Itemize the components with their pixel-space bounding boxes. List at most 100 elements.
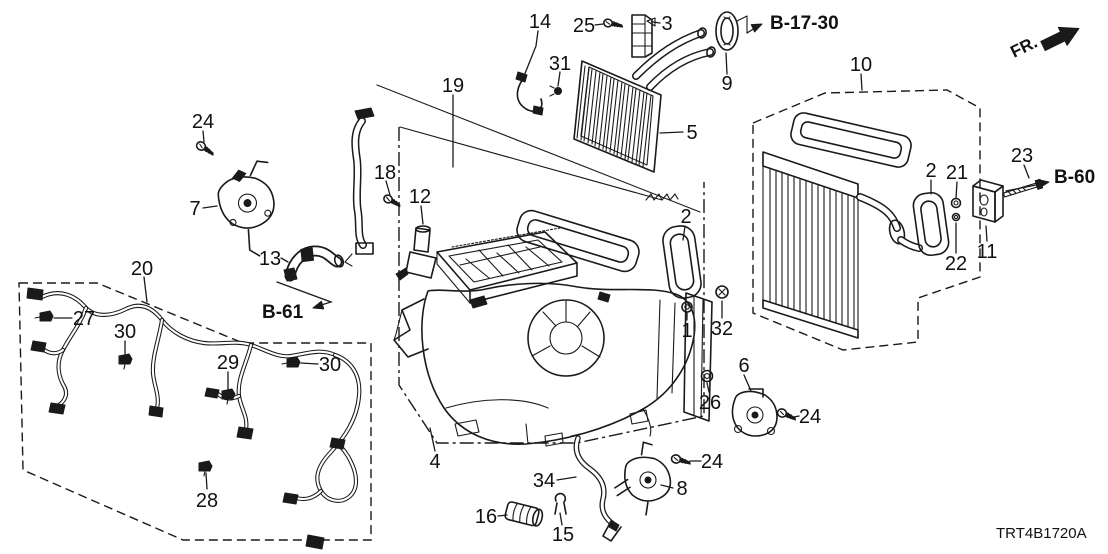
callout-leader-13 <box>280 257 289 263</box>
harness-connectors <box>26 287 346 550</box>
callout-12: 12 <box>409 186 431 208</box>
harness-clip-27 <box>34 310 54 322</box>
fr-label: FR. <box>1007 33 1040 62</box>
group-diagonal-b <box>399 126 663 201</box>
sensor-clip-31 <box>554 87 562 95</box>
servo-motor-8 <box>614 441 672 516</box>
callout-leader-15 <box>559 512 563 526</box>
callout-8: 8 <box>676 478 687 500</box>
callout-32: 32 <box>711 318 733 340</box>
heater-unit-body <box>393 209 713 447</box>
blower-scroll <box>527 299 605 377</box>
evaporator-assembly <box>762 112 923 339</box>
callout-29: 29 <box>217 352 239 374</box>
servo-motor-6 <box>731 388 778 437</box>
water-pipe <box>344 107 375 267</box>
evaporator-group-box <box>752 89 981 351</box>
ref-b17-30-pointer <box>736 15 763 34</box>
callout-leader-34 <box>556 476 577 481</box>
unit-left-flaps <box>393 298 429 358</box>
fr-direction: FR. <box>1007 26 1080 62</box>
callout-1: 1 <box>681 320 692 342</box>
heater-unit-group-box <box>398 127 705 444</box>
callout-leader-26 <box>706 382 710 393</box>
heater-core <box>573 27 716 173</box>
callout-2: 2 <box>680 206 691 228</box>
ref-label-b60: B-60 <box>1054 167 1095 188</box>
unit-shell <box>421 282 696 445</box>
callout-7: 7 <box>189 198 200 220</box>
callout-leader-11 <box>985 225 988 242</box>
screw-25 <box>603 18 624 28</box>
diagram-code: TRT4B1720A <box>996 525 1087 542</box>
callout-leader-18 <box>385 180 391 196</box>
callout-leader-21 <box>955 181 958 199</box>
unit-right-frame <box>683 292 713 422</box>
break-squiggle <box>645 193 679 201</box>
callout-3: 3 <box>661 13 672 35</box>
mounting-bracket <box>631 14 656 58</box>
callout-4: 4 <box>429 451 440 473</box>
callout-19: 19 <box>442 75 464 97</box>
callout-leader-7 <box>202 205 218 209</box>
callout-leader-23 <box>1023 164 1030 179</box>
intake-tray <box>436 227 578 304</box>
expansion-valve <box>972 179 1004 223</box>
callout-31: 31 <box>549 53 571 75</box>
callout-leader-5 <box>659 131 684 134</box>
harness-group-box <box>18 282 372 541</box>
hose-13 <box>283 245 345 282</box>
wire-harness <box>26 287 362 550</box>
callout-21: 21 <box>946 162 968 184</box>
group-diagonal-a <box>376 84 701 213</box>
screw-24-right <box>776 408 796 421</box>
evaporator-fins <box>769 167 855 330</box>
callout-leader-10 <box>860 73 863 91</box>
callout-11: 11 <box>977 241 998 263</box>
callout-30: 30 <box>319 354 341 376</box>
callout-leader-2 <box>682 225 686 241</box>
callout-leader-4 <box>429 427 436 452</box>
callout-15: 15 <box>552 524 574 546</box>
callout-leader-3 <box>652 21 661 24</box>
callout-34: 34 <box>533 470 555 492</box>
ref-label-b61: B-61 <box>262 302 304 323</box>
fr-arrow-icon <box>1040 26 1080 51</box>
clamp-15 <box>554 492 567 515</box>
evaporator-bottom-band <box>762 299 859 339</box>
callout-22: 22 <box>945 253 967 275</box>
callout-leader-16 <box>497 514 508 517</box>
grommet-26 <box>700 369 714 383</box>
callout-24: 24 <box>799 406 821 428</box>
callout-24: 24 <box>192 111 214 133</box>
group-boundaries <box>18 84 981 541</box>
core-fins <box>576 65 652 168</box>
callout-6: 6 <box>738 355 749 377</box>
unit-gasket <box>516 209 640 273</box>
aspirator-wire <box>515 71 562 116</box>
callout-leader-24 <box>202 130 205 143</box>
pipe-end <box>706 46 716 58</box>
callout-leader-30 <box>300 362 319 365</box>
screw-24-top-left <box>195 141 214 156</box>
callout-2: 2 <box>925 160 936 182</box>
callout-10: 10 <box>850 54 872 76</box>
callout-leader-8 <box>660 484 674 489</box>
callout-5: 5 <box>686 122 697 144</box>
callout-30: 30 <box>114 321 136 343</box>
callout-24: 24 <box>701 451 723 473</box>
bolt-32 <box>715 285 729 299</box>
harness-clip-28 <box>198 460 213 477</box>
callout-27: 27 <box>73 308 95 330</box>
drain-hose-34 <box>570 432 622 542</box>
nut-21 <box>950 197 962 209</box>
seal-2-right <box>912 191 950 257</box>
nut-22 <box>951 212 961 222</box>
callout-20: 20 <box>131 258 153 280</box>
callout-25: 25 <box>573 15 595 37</box>
callout-leader-6 <box>743 374 752 392</box>
bolt-23 <box>1002 178 1044 198</box>
callout-28: 28 <box>196 490 218 512</box>
